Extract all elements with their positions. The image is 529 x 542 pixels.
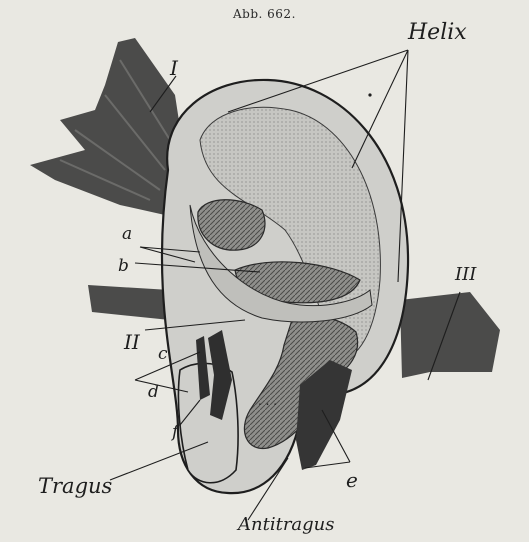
muscle-iii-shape [400,292,500,378]
label-muscle-i: I [170,58,178,78]
label-helix: Helix [408,22,467,44]
label-muscle-iii: III [455,266,476,284]
label-b: b [118,258,129,275]
label-d: d [148,384,159,401]
ellipsis-mark: . . . [258,394,277,408]
dot-mark [368,93,371,96]
label-e: e [346,470,358,490]
label-f: f [172,424,178,441]
label-c: c [158,346,168,363]
label-a: a [122,226,132,243]
label-antitragus: Antitragus [238,516,335,534]
label-tragus: Tragus [38,476,112,497]
label-muscle-ii: II [124,332,140,352]
